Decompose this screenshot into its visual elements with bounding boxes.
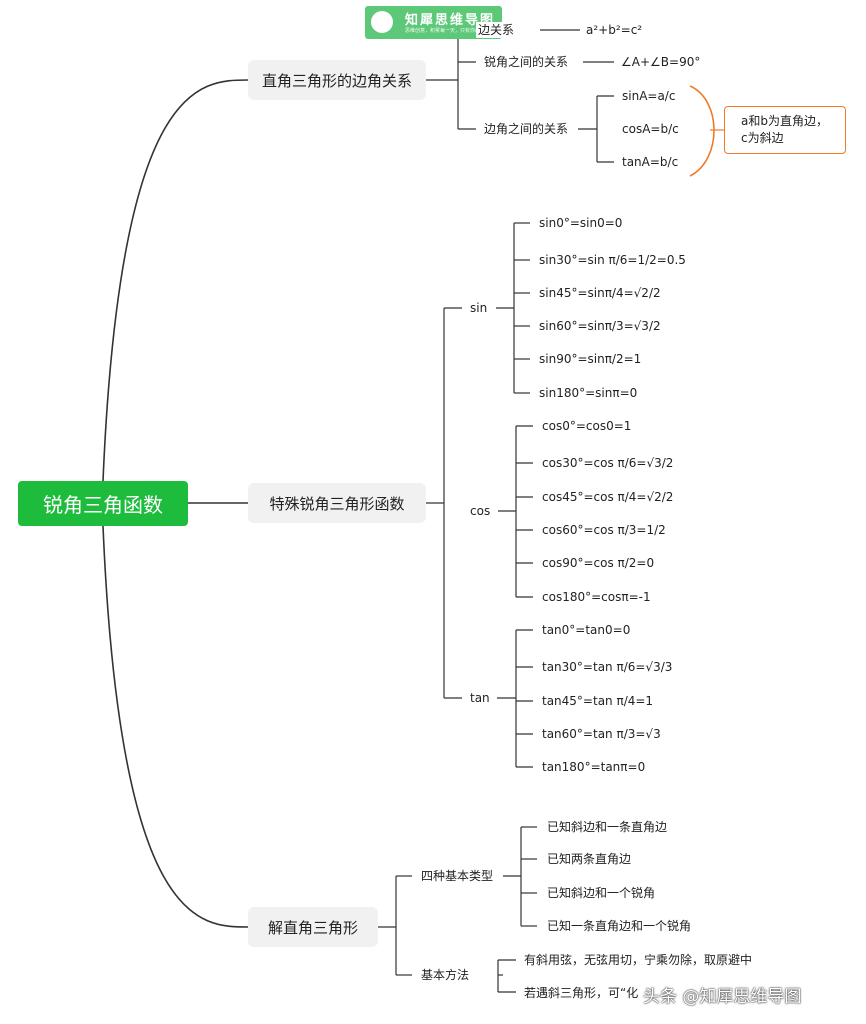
node-four-types[interactable]: 四种基本类型 [421, 869, 494, 883]
node-tan-value[interactable]: tan30°=tan π/6=√3/3 [542, 660, 673, 674]
branch-special-functions[interactable]: 特殊锐角三角形函数 [248, 483, 426, 523]
node-tan[interactable]: tan [470, 691, 490, 705]
node-acute-relation[interactable]: 锐角之间的关系 [484, 55, 569, 69]
node-pythagoras[interactable]: a²+b²=c² [586, 23, 643, 37]
node-side-relation[interactable]: 边关系 [476, 22, 517, 38]
rhino-logo-icon [371, 11, 393, 33]
node-sin-value[interactable]: sin180°=sinπ=0 [539, 386, 638, 400]
node-sinA[interactable]: sinA=a/c [622, 89, 676, 103]
branch-solve-right-triangle[interactable]: 解直角三角形 [248, 907, 378, 947]
watermark: 头条 @知犀思维导图 [643, 987, 802, 1007]
node-sin-value[interactable]: sin0°=sin0=0 [539, 216, 623, 230]
node-type[interactable]: 已知两条直角边 [547, 852, 632, 866]
node-cos-value[interactable]: cos180°=cosπ=-1 [542, 590, 651, 604]
node-tan-value[interactable]: tan0°=tan0=0 [542, 623, 631, 637]
node-sin-value[interactable]: sin45°=sinπ/4=√2/2 [539, 286, 661, 300]
root-node[interactable]: 锐角三角函数 [18, 481, 188, 526]
node-type[interactable]: 已知斜边和一个锐角 [547, 886, 656, 900]
node-angle-sum[interactable]: ∠A+∠B=90° [621, 55, 701, 69]
node-sin-value[interactable]: sin60°=sinπ/3=√3/2 [539, 319, 661, 333]
node-cos-value[interactable]: cos60°=cos π/3=1/2 [542, 523, 666, 537]
node-method[interactable]: 有斜用弦，无弦用切，宁乘勿除，取原避中 [524, 953, 753, 967]
branch-edge-relations[interactable]: 直角三角形的边角关系 [248, 60, 426, 100]
node-sin-value[interactable]: sin90°=sinπ/2=1 [539, 352, 642, 366]
node-method[interactable]: 若遇斜三角形，可“化 [524, 986, 639, 1000]
node-tan-value[interactable]: tan180°=tanπ=0 [542, 760, 646, 774]
node-tan-value[interactable]: tan45°=tan π/4=1 [542, 694, 654, 708]
node-tan-value[interactable]: tan60°=tan π/3=√3 [542, 727, 661, 741]
note-line-2: c为斜边 [741, 131, 784, 145]
node-type[interactable]: 已知斜边和一条直角边 [547, 820, 668, 834]
node-sin[interactable]: sin [470, 301, 488, 315]
node-cosA[interactable]: cosA=b/c [622, 122, 679, 136]
note-callout[interactable]: a和b为直角边， c为斜边 [724, 106, 846, 154]
node-tanA[interactable]: tanA=b/c [622, 155, 679, 169]
node-cos[interactable]: cos [470, 504, 491, 518]
node-sin-value[interactable]: sin30°=sin π/6=1/2=0.5 [539, 253, 686, 267]
node-type[interactable]: 已知一条直角边和一个锐角 [547, 919, 692, 933]
node-edge-angle-relation[interactable]: 边角之间的关系 [484, 122, 569, 136]
node-cos-value[interactable]: cos90°=cos π/2=0 [542, 556, 655, 570]
orange-bracket [689, 85, 715, 177]
node-cos-value[interactable]: cos30°=cos π/6=√3/2 [542, 456, 674, 470]
logo-title: 知犀思维导图 [405, 13, 496, 28]
node-basic-methods[interactable]: 基本方法 [421, 968, 470, 982]
note-line-1: a和b为直角边， [741, 114, 828, 128]
node-cos-value[interactable]: cos0°=cos0=1 [542, 419, 632, 433]
node-cos-value[interactable]: cos45°=cos π/4=√2/2 [542, 490, 674, 504]
logo-subtitle: 思维创意，积累每一天，只有你的脑袋 [405, 28, 491, 34]
